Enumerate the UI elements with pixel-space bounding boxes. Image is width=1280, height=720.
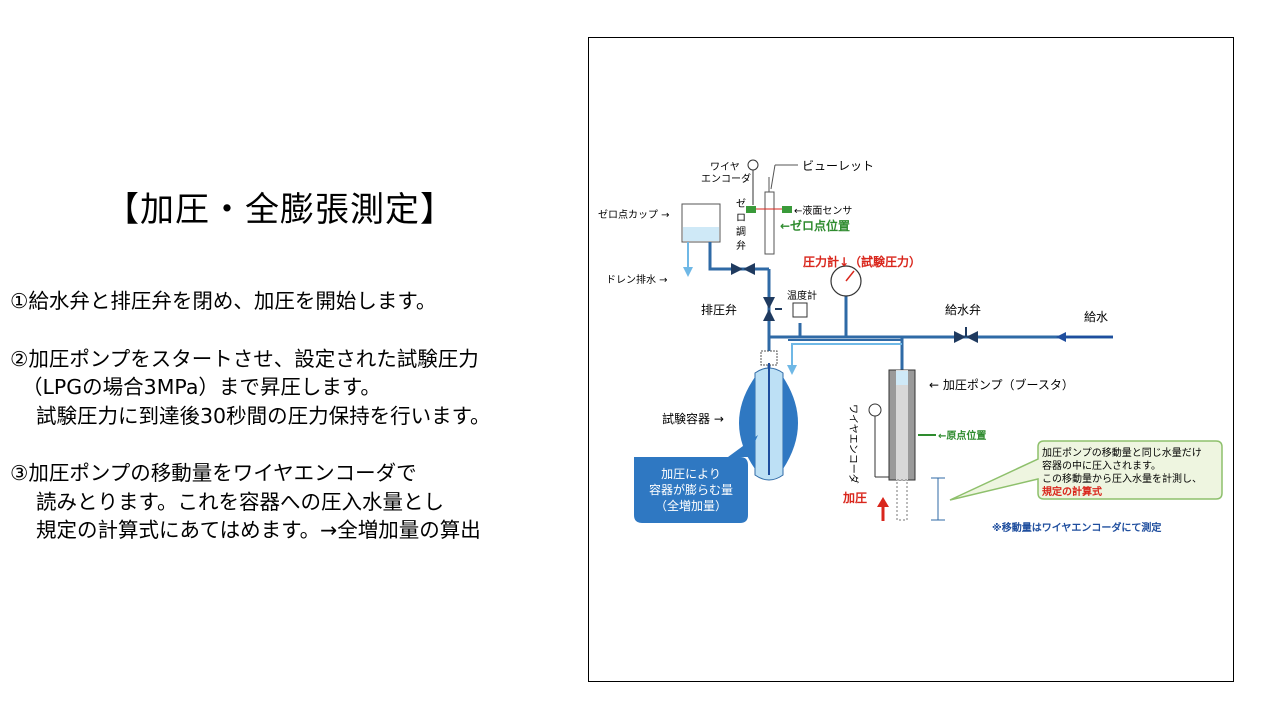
zero-valve-label-3: 調	[736, 225, 746, 238]
pressure-pump	[888, 369, 916, 521]
travel-bracket	[931, 477, 945, 521]
pressure-gauge-label: 圧力計↓（試験圧力）	[803, 254, 921, 269]
callout-line-1: 加圧により	[661, 467, 721, 481]
step-2-hold: 試験圧力に到達後30秒間の圧力保持を行います。	[36, 404, 491, 428]
liquid-sensor	[746, 206, 792, 213]
diagram-frame	[588, 37, 1234, 682]
step-3-detail: 読みとります。これを容器への圧入水量とし	[36, 490, 444, 514]
expansion-callout	[634, 435, 758, 523]
pressure-gauge	[830, 265, 862, 297]
pressure-test-diagram: ワイヤ エンコーダ ビューレット ゼロ点カップ → ゼ ロ 調 弁 ←液面センサ…	[598, 159, 1223, 534]
note-line-2: 容器の中に圧入されます。	[1042, 459, 1161, 472]
zero-adjust-valve	[731, 263, 755, 275]
relief-valve-label: 排圧弁	[701, 302, 737, 317]
step-3-calc: 規定の計算式にあてはめます。→全増加量の算出	[36, 518, 481, 542]
thermometer	[792, 302, 808, 318]
wire-encoder-side	[868, 403, 889, 478]
note-line-4: 規定の計算式	[1042, 485, 1102, 498]
drain-arrow	[683, 242, 693, 277]
liquid-sensor-label: ←液面センサ	[794, 204, 852, 217]
wire-encoder-top	[747, 159, 759, 205]
note-box	[949, 440, 1223, 501]
pressurize-arrow	[877, 497, 889, 521]
step-1: ①給水弁と排圧弁を閉め、加圧を開始します。	[10, 289, 437, 313]
water-supply-label: 給水	[1084, 310, 1108, 324]
page-title: 【加圧・全膨張測定】	[105, 190, 455, 230]
step-2: ②加圧ポンプをスタートさせ、設定された試験圧力	[10, 347, 479, 371]
step-3: ③加圧ポンプの移動量をワイヤエンコーダで	[10, 461, 417, 485]
thermometer-label: 温度計	[787, 289, 817, 302]
test-vessel-label: 試験容器 →	[662, 411, 724, 426]
callout-line-3: （全増加量）	[655, 498, 727, 513]
pressurize-label: 加圧	[842, 490, 867, 505]
test-vessel	[739, 350, 798, 481]
zero-position-label: ←ゼロ点位置	[780, 218, 850, 233]
pump-label: ← 加圧ポンプ（ブースタ）	[929, 377, 1074, 392]
zero-cup-label: ゼロ点カップ →	[598, 209, 670, 221]
drain-label: ドレン排水 →	[606, 273, 668, 286]
note-line-3: この移動量から圧入水量を計測し、	[1042, 472, 1202, 485]
relief-valve	[763, 297, 782, 321]
footnote-label: ※移動量はワイヤエンコーダにて測定	[992, 521, 1161, 534]
zero-valve-label-2: ロ	[736, 213, 746, 224]
supply-valve-label: 給水弁	[945, 302, 981, 317]
callout-line-2: 容器が膨らむ量	[649, 482, 733, 497]
burette-label: ビューレット	[802, 159, 874, 173]
zero-valve-label-1: ゼ	[736, 198, 746, 210]
supply-inlet-arrow	[1056, 332, 1113, 342]
fill-flow-arrow	[787, 343, 902, 375]
wire-encoder-side-label: ワイヤエンコーダ	[847, 404, 860, 484]
origin-label: ←原点位置	[938, 429, 986, 442]
note-line-1: 加圧ポンプの移動量と同じ水量だけ	[1042, 446, 1202, 459]
burette	[764, 164, 798, 255]
zero-cup	[681, 203, 721, 243]
step-2-detail: （LPGの場合3MPa）まで昇圧します。	[22, 375, 381, 399]
supply-valve	[954, 327, 978, 343]
wire-encoder-top-label-1: ワイヤ	[710, 162, 740, 173]
zero-valve-label-4: 弁	[736, 239, 746, 252]
wire-encoder-top-label-2: エンコーダ	[701, 172, 751, 185]
